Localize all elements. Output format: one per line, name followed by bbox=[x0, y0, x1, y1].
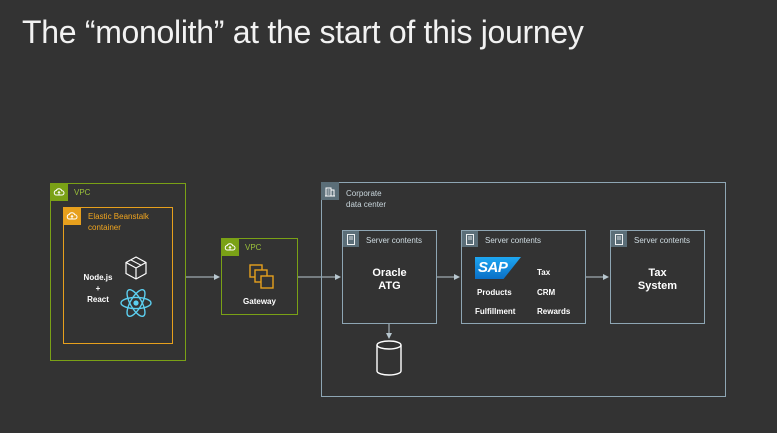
sap-item-products: Products bbox=[477, 288, 512, 297]
tax-name-line1: Tax bbox=[648, 267, 667, 279]
server-sap bbox=[461, 230, 586, 324]
server-tax-label: Server contents bbox=[634, 236, 691, 245]
tax-system-name: Tax System bbox=[610, 267, 705, 293]
tax-name-line2: System bbox=[637, 280, 678, 292]
gateway-label: Gateway bbox=[243, 297, 276, 306]
sap-item-tax: Tax bbox=[537, 268, 551, 277]
server-oracle-label: Server contents bbox=[366, 236, 423, 245]
beanstalk-cloud-icon bbox=[63, 207, 81, 225]
vpc-cloud-icon bbox=[50, 183, 68, 201]
sap-logo: SAP bbox=[475, 257, 521, 279]
oracle-atg-name: Oracle ATG bbox=[342, 267, 437, 293]
database-icon bbox=[376, 340, 402, 376]
server-sap-label: Server contents bbox=[485, 236, 542, 245]
corporate-data-center bbox=[321, 182, 726, 397]
slide-title: The “monolith” at the start of this jour… bbox=[22, 14, 584, 50]
stack-nodejs: Node.js bbox=[83, 273, 113, 282]
beanstalk-label-line1: Elastic Beanstalk bbox=[88, 212, 149, 221]
sap-item-fulfillment: Fulfillment bbox=[475, 307, 516, 316]
gateway-icon bbox=[249, 264, 274, 289]
stack-plus: + bbox=[95, 284, 101, 293]
beanstalk-label-line2: container bbox=[88, 223, 121, 232]
cube-icon bbox=[125, 256, 147, 280]
corporate-label: Corporate data center bbox=[346, 188, 386, 210]
server-icon bbox=[611, 231, 627, 247]
vpc-group bbox=[50, 183, 186, 361]
corporate-label-line1: Corporate bbox=[346, 189, 382, 198]
vpc-label: VPC bbox=[74, 188, 91, 197]
gateway-vpc-label: VPC bbox=[245, 243, 262, 252]
beanstalk-label: Elastic Beanstalk container bbox=[88, 211, 149, 233]
stack-react: React bbox=[87, 295, 109, 304]
node-react-stack: Node.js + React bbox=[80, 272, 116, 305]
vpc-gateway-group bbox=[221, 238, 298, 315]
elastic-beanstalk-container bbox=[63, 207, 173, 344]
oracle-name-line2: ATG bbox=[378, 280, 401, 292]
server-icon bbox=[462, 231, 478, 247]
server-tax-system bbox=[610, 230, 705, 324]
server-oracle-atg bbox=[342, 230, 437, 324]
gateway-vpc-cloud-icon bbox=[221, 238, 239, 256]
sap-item-rewards: Rewards bbox=[537, 307, 571, 316]
corporate-label-line2: data center bbox=[346, 200, 387, 209]
oracle-name-line1: Oracle bbox=[372, 267, 407, 279]
react-icon bbox=[120, 289, 152, 317]
building-icon bbox=[321, 182, 339, 200]
server-icon bbox=[343, 231, 359, 247]
sap-item-crm: CRM bbox=[537, 288, 556, 297]
